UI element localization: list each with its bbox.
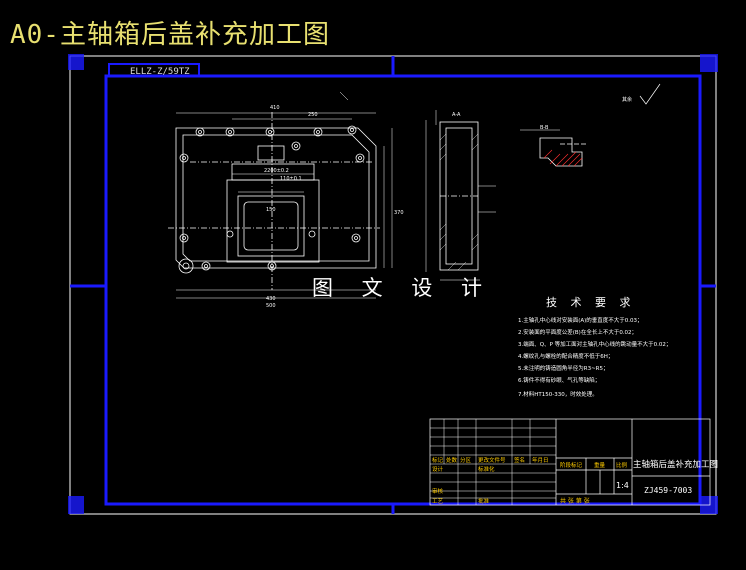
tech-req-item: 7.材料HT150-330，时效处理。 — [518, 392, 598, 398]
tech-req-item: 6.铸件不得有砂眼、气孔等缺陷； — [518, 378, 601, 384]
detail-hatch — [543, 149, 583, 167]
tb-label-mark: 标记 — [432, 458, 444, 464]
title-block — [429, 418, 711, 506]
drawing-code-box: ELLZ-Z/59TZ — [108, 63, 200, 77]
dim-top-width: 410 — [270, 105, 280, 111]
dim-pocket-w3: 110±0.1 — [280, 176, 302, 182]
dim-inner-width: 250 — [308, 112, 318, 118]
tb-label-process: 工艺 — [432, 499, 444, 505]
tb-label-review: 审核 — [432, 489, 444, 495]
tb-label-stage-mark: 阶段标记 — [560, 463, 583, 469]
tb-drawing-number: ZJ459-7003 — [644, 486, 693, 495]
drawing-frame — [104, 74, 702, 506]
title-block-grid — [430, 419, 556, 505]
dim-bottom-w2: 500 — [266, 303, 276, 309]
roughness-label: 其余 — [622, 97, 633, 103]
tb-label-sign: 签名 — [514, 458, 526, 464]
tb-label-approve: 批准 — [478, 499, 490, 505]
tb-scale-value: 1:4 — [616, 481, 629, 490]
section-view — [425, 110, 496, 281]
tech-req-item: 2.安装面的平面度公差(B)在全长上不大于0.02； — [518, 330, 638, 336]
watermark: 图 文 设 计 — [312, 276, 494, 300]
tb-label-date: 年月日 — [532, 458, 549, 464]
front-view — [168, 112, 380, 290]
section-label-aa: A-A — [452, 112, 461, 118]
tech-req-item: 1.主轴孔中心线对安装面(A)的垂直度不大于0.03； — [518, 318, 643, 324]
tech-req-item: 5.未注明的铸造圆角半径为R3~R5； — [518, 366, 609, 372]
dim-pocket-w1: 150 — [266, 207, 276, 213]
tb-label-standard: 标准化 — [478, 467, 495, 473]
tech-requirements-title: 技 术 要 求 — [546, 296, 636, 309]
front-dimensions — [176, 91, 393, 299]
tech-req-item: 4.螺纹孔与螺栓的配合精度不低于6H； — [518, 354, 614, 360]
dim-pocket-w2: 2200±0.2 — [264, 168, 289, 174]
tb-label-design: 设计 — [432, 467, 444, 473]
detail-view — [520, 129, 586, 167]
tb-label-scale: 比例 — [616, 463, 628, 469]
section-label-bb: B-B — [540, 125, 549, 131]
window-title: A0-主轴箱后盖补充加工图 — [10, 20, 330, 50]
tb-label-weight: 重量 — [594, 463, 606, 469]
tb-label-change-doc: 更改文件号 — [478, 458, 506, 464]
tb-label-zone: 分区 — [460, 458, 472, 464]
tech-req-item: 3.端面、Q、P 等加工面对主轴孔中心线的跳动量不大于0.02； — [518, 342, 672, 348]
tb-sheet: 共 张 第 张 — [560, 498, 590, 505]
tb-label-count: 处数 — [446, 458, 458, 464]
section-hatch — [439, 133, 479, 271]
tb-part-name: 主轴箱后盖补充加工图 — [633, 460, 719, 470]
dim-side-h: 370 — [394, 210, 404, 216]
dim-bottom-w1: 430 — [266, 296, 276, 302]
mounting-holes — [178, 125, 365, 274]
roughness-symbol — [639, 83, 661, 105]
